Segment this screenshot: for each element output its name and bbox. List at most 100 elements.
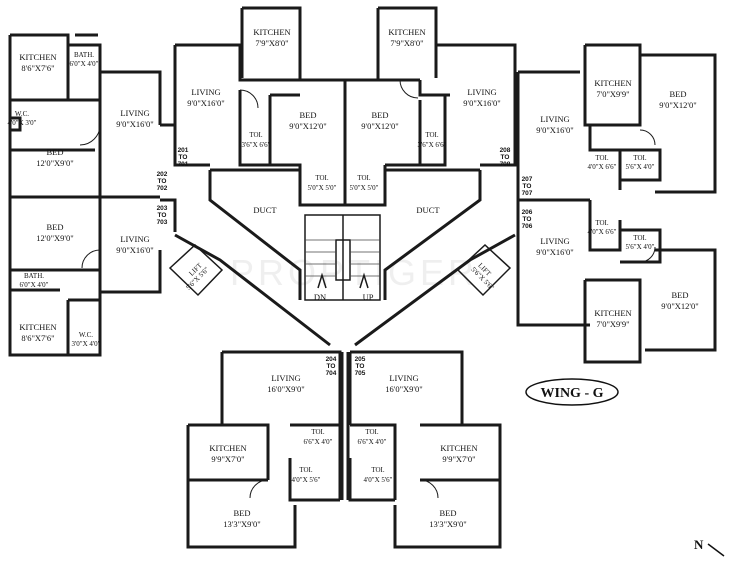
- room-name: LIVING: [191, 87, 220, 97]
- room-name: KITCHEN: [440, 443, 477, 453]
- north-arrow-icon: [707, 543, 725, 557]
- room-dim: 13'3"X9'0": [223, 519, 260, 529]
- flat-number: 707: [522, 190, 533, 197]
- room-dim: 9'0"X12'0": [661, 301, 698, 311]
- room-name: BED: [440, 508, 457, 518]
- room-dim: 4'0"X 5'6": [363, 476, 392, 484]
- flat-number: 704: [326, 370, 337, 377]
- room-dim: 9'0"X12'0": [361, 121, 398, 131]
- room-dim: 4'0"X 6'6": [587, 163, 616, 171]
- flat-number: 702: [157, 185, 168, 192]
- room-dim: 5'0"X 5'0": [307, 184, 336, 192]
- room-dim: 3'6"X 6'6": [241, 141, 270, 149]
- room-name: TOI.: [311, 428, 325, 436]
- flat-number: 206: [522, 209, 533, 216]
- room-dim: 6'0"X 4'0": [69, 60, 98, 68]
- room-dim: 9'0"X16'0": [116, 119, 153, 129]
- room-name: LIVING: [540, 236, 569, 246]
- room-name: BATH.: [24, 272, 44, 280]
- room-name: DUCT: [253, 205, 277, 215]
- room-dim: 5'0"X 5'0": [349, 184, 378, 192]
- flat-number-to: TO: [158, 178, 167, 185]
- room-name: BED: [47, 147, 64, 157]
- room-dim: 7'0"X9'9": [596, 319, 629, 329]
- room-dim: 13'3"X9'0": [429, 519, 466, 529]
- room-name: TOI.: [633, 234, 647, 242]
- room-dim: 6'0"X 4'0": [19, 281, 48, 289]
- wing-title: WING - G: [525, 378, 619, 406]
- room-dim: 5'6"X 4'0": [625, 163, 654, 171]
- flat-number-to: TO: [523, 183, 532, 190]
- room-dim: 6'6"X 4'0": [303, 438, 332, 446]
- flat-number-to: TO: [523, 216, 532, 223]
- room-name: KITCHEN: [19, 322, 56, 332]
- flat-number-to: TO: [327, 363, 336, 370]
- room-name: W.C.: [15, 110, 29, 118]
- flat-number-to: TO: [356, 363, 365, 370]
- room-dim: 9'0"X12'0": [659, 100, 696, 110]
- room-name: LIVING: [120, 108, 149, 118]
- room-name: TOI.: [249, 131, 263, 139]
- room-name: KITCHEN: [594, 78, 631, 88]
- room-name: TOI.: [357, 174, 371, 182]
- room-dim: 9'0"X16'0": [536, 125, 573, 135]
- room-dim: 12'0"X9'0": [36, 233, 73, 243]
- flat-number: 201: [178, 147, 189, 154]
- stair-down-label: DN: [314, 292, 326, 302]
- watermark: PROPTIGER: [230, 252, 478, 293]
- flat-number: 202: [157, 171, 168, 178]
- room-name: TOI.: [595, 154, 609, 162]
- room-dim: 7'0"X9'9": [596, 89, 629, 99]
- room-name: LIVING: [271, 373, 300, 383]
- flat-number: 708: [500, 161, 511, 168]
- west-wing-walls: [8, 33, 177, 357]
- room-dim: 5'6"X 4'0": [625, 243, 654, 251]
- room-dim: 3'6"X 6'6": [417, 141, 446, 149]
- room-dim: 8'6"X7'6": [21, 63, 54, 73]
- flat-numbers: 201 TO 701 202 TO 702 203 TO 703 204 TO …: [157, 147, 533, 377]
- flat-number: 703: [157, 219, 168, 226]
- room-dim: 4'0"X 6'6": [587, 228, 616, 236]
- room-name: TOI.: [371, 466, 385, 474]
- room-dim: 9'0"X12'0": [289, 121, 326, 131]
- room-dim: 7'9"X8'0": [390, 38, 423, 48]
- flat-number: 208: [500, 147, 511, 154]
- room-name: BED: [672, 290, 689, 300]
- room-name: W.C.: [79, 331, 93, 339]
- room-name: TOI.: [299, 466, 313, 474]
- room-name: KITCHEN: [209, 443, 246, 453]
- room-dim: 9'0"X16'0": [536, 247, 573, 257]
- room-dim: 9'0"X16'0": [187, 98, 224, 108]
- stair-up-label: UP: [363, 292, 374, 302]
- room-name: LIVING: [389, 373, 418, 383]
- room-name: TOI.: [315, 174, 329, 182]
- room-name: TOI.: [633, 154, 647, 162]
- room-name: KITCHEN: [388, 27, 425, 37]
- room-name: BATH.: [74, 51, 94, 59]
- door-swings: [79, 79, 656, 499]
- room-dim: 12'0"X9'0": [36, 158, 73, 168]
- room-dim: 9'0"X16'0": [463, 98, 500, 108]
- wing-title-text: WING - G: [541, 386, 604, 401]
- room-dim: 7'9"X8'0": [255, 38, 288, 48]
- flat-number: 205: [355, 356, 366, 363]
- room-dim: 9'0"X16'0": [116, 245, 153, 255]
- room-name: BED: [670, 89, 687, 99]
- room-name: BED: [372, 110, 389, 120]
- room-name: LIVING: [467, 87, 496, 97]
- room-name: DUCT: [416, 205, 440, 215]
- flat-number-to: TO: [501, 154, 510, 161]
- north-wing-walls: [173, 6, 517, 207]
- room-name: TOI.: [595, 219, 609, 227]
- flat-number: 204: [326, 356, 337, 363]
- room-name: BED: [47, 222, 64, 232]
- room-dim: 8'6"X7'6": [21, 333, 54, 343]
- flat-number: 701: [178, 161, 189, 168]
- north-arrow: N: [694, 537, 725, 557]
- flat-number: 706: [522, 223, 533, 230]
- room-name: TOI.: [365, 428, 379, 436]
- room-name: BED: [234, 508, 251, 518]
- room-dim: 4'0"X 5'6": [291, 476, 320, 484]
- flat-number: 207: [522, 176, 533, 183]
